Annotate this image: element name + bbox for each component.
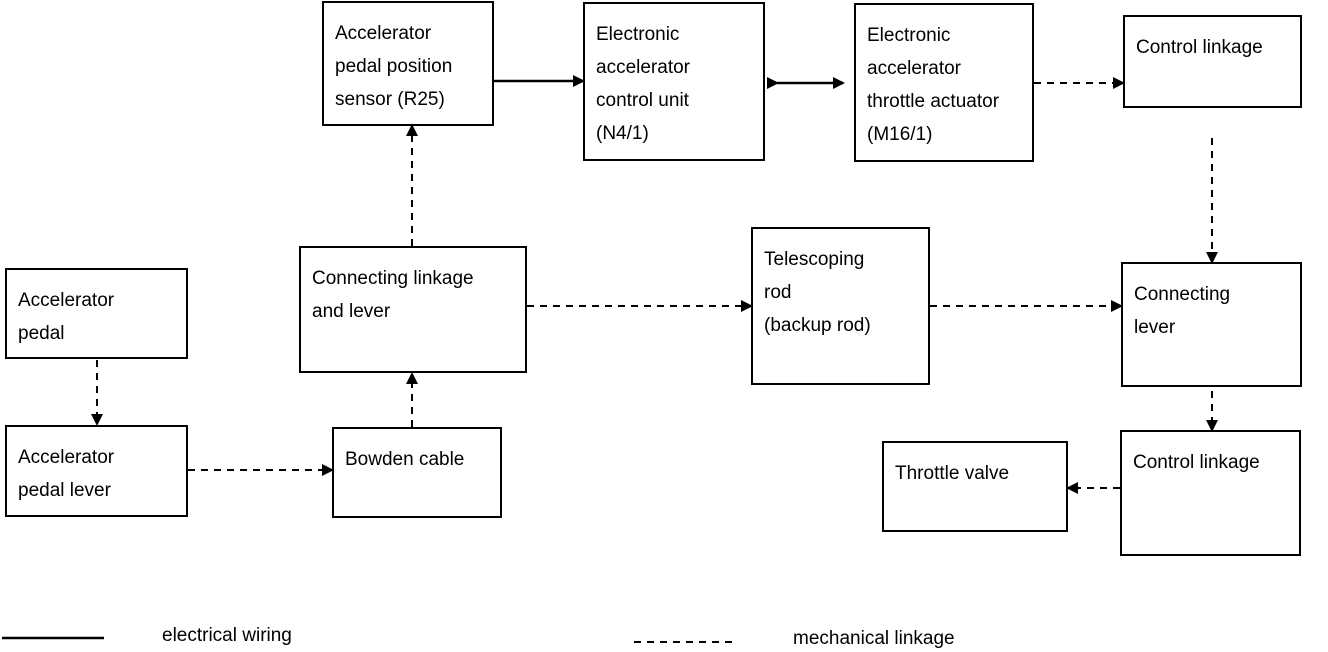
node-throttle-valve: Throttle valve xyxy=(882,441,1068,532)
node-electronic-control-unit: Electronic accelerator control unit (N4/… xyxy=(583,2,765,161)
node-connecting-linkage-and-lever: Connecting linkage and lever xyxy=(299,246,527,373)
node-label: Accelerator pedal xyxy=(18,290,115,344)
node-label: Bowden cable xyxy=(345,449,465,470)
node-connecting-lever: Connecting lever xyxy=(1121,262,1302,387)
node-label: Throttle valve xyxy=(895,463,1010,484)
node-label: Control linkage xyxy=(1136,37,1263,58)
node-label: Electronic accelerator throttle actuator… xyxy=(867,25,1000,145)
node-accelerator-pedal-lever: Accelerator pedal lever xyxy=(5,425,188,517)
node-label: Control linkage xyxy=(1133,452,1260,473)
node-pedal-position-sensor: Accelerator pedal position sensor (R25) xyxy=(322,1,494,126)
node-label: Connecting lever xyxy=(1134,284,1231,338)
node-label: Electronic accelerator control unit (N4/… xyxy=(596,24,690,144)
node-throttle-actuator: Electronic accelerator throttle actuator… xyxy=(854,3,1034,162)
node-label: Connecting linkage and lever xyxy=(312,268,474,322)
node-label: Accelerator pedal lever xyxy=(18,447,115,501)
legend-electrical-label: electrical wiring xyxy=(162,625,292,646)
node-telescoping-rod: Telescoping rod (backup rod) xyxy=(751,227,930,385)
node-bowden-cable: Bowden cable xyxy=(332,427,502,518)
node-label: Accelerator pedal position sensor (R25) xyxy=(335,23,453,110)
legend-mechanical-label: mechanical linkage xyxy=(793,628,955,649)
node-label: Telescoping rod (backup rod) xyxy=(764,249,871,336)
node-accelerator-pedal: Accelerator pedal xyxy=(5,268,188,359)
node-control-linkage-bottom: Control linkage xyxy=(1120,430,1301,556)
node-control-linkage-top: Control linkage xyxy=(1123,15,1302,108)
